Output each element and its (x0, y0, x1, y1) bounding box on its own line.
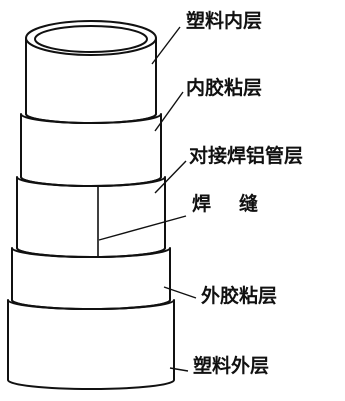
label-butt-welded-aluminum-tube: 对接焊铝管层 (189, 145, 304, 167)
aluminum-tube-section (16, 176, 166, 258)
label-inner-plastic: 塑料内层 (186, 10, 263, 32)
leader-aluminum (154, 160, 187, 194)
leader-weld (98, 215, 187, 241)
leader-outer-plastic (169, 367, 189, 372)
pipe-top-inner-rim (34, 25, 148, 53)
leader-inner-plastic (151, 26, 181, 65)
leader-inner-adhesive (154, 91, 184, 132)
band-edge-outer-adhesive (11, 299, 171, 310)
band-edge-inner-adhesive (20, 176, 162, 187)
outer-plastic-section (7, 299, 175, 390)
inner-adhesive-section (20, 113, 162, 187)
label-weld-seam: 焊缝 (192, 193, 287, 215)
label-outer-adhesive: 外胶粘层 (201, 285, 278, 307)
leader-outer-adhesive (163, 286, 197, 299)
band-edge-aluminum (16, 247, 166, 258)
label-inner-adhesive: 内胶粘层 (186, 77, 263, 99)
label-outer-plastic: 塑料外层 (193, 355, 270, 377)
band-edge-inner-plastic (25, 113, 157, 124)
